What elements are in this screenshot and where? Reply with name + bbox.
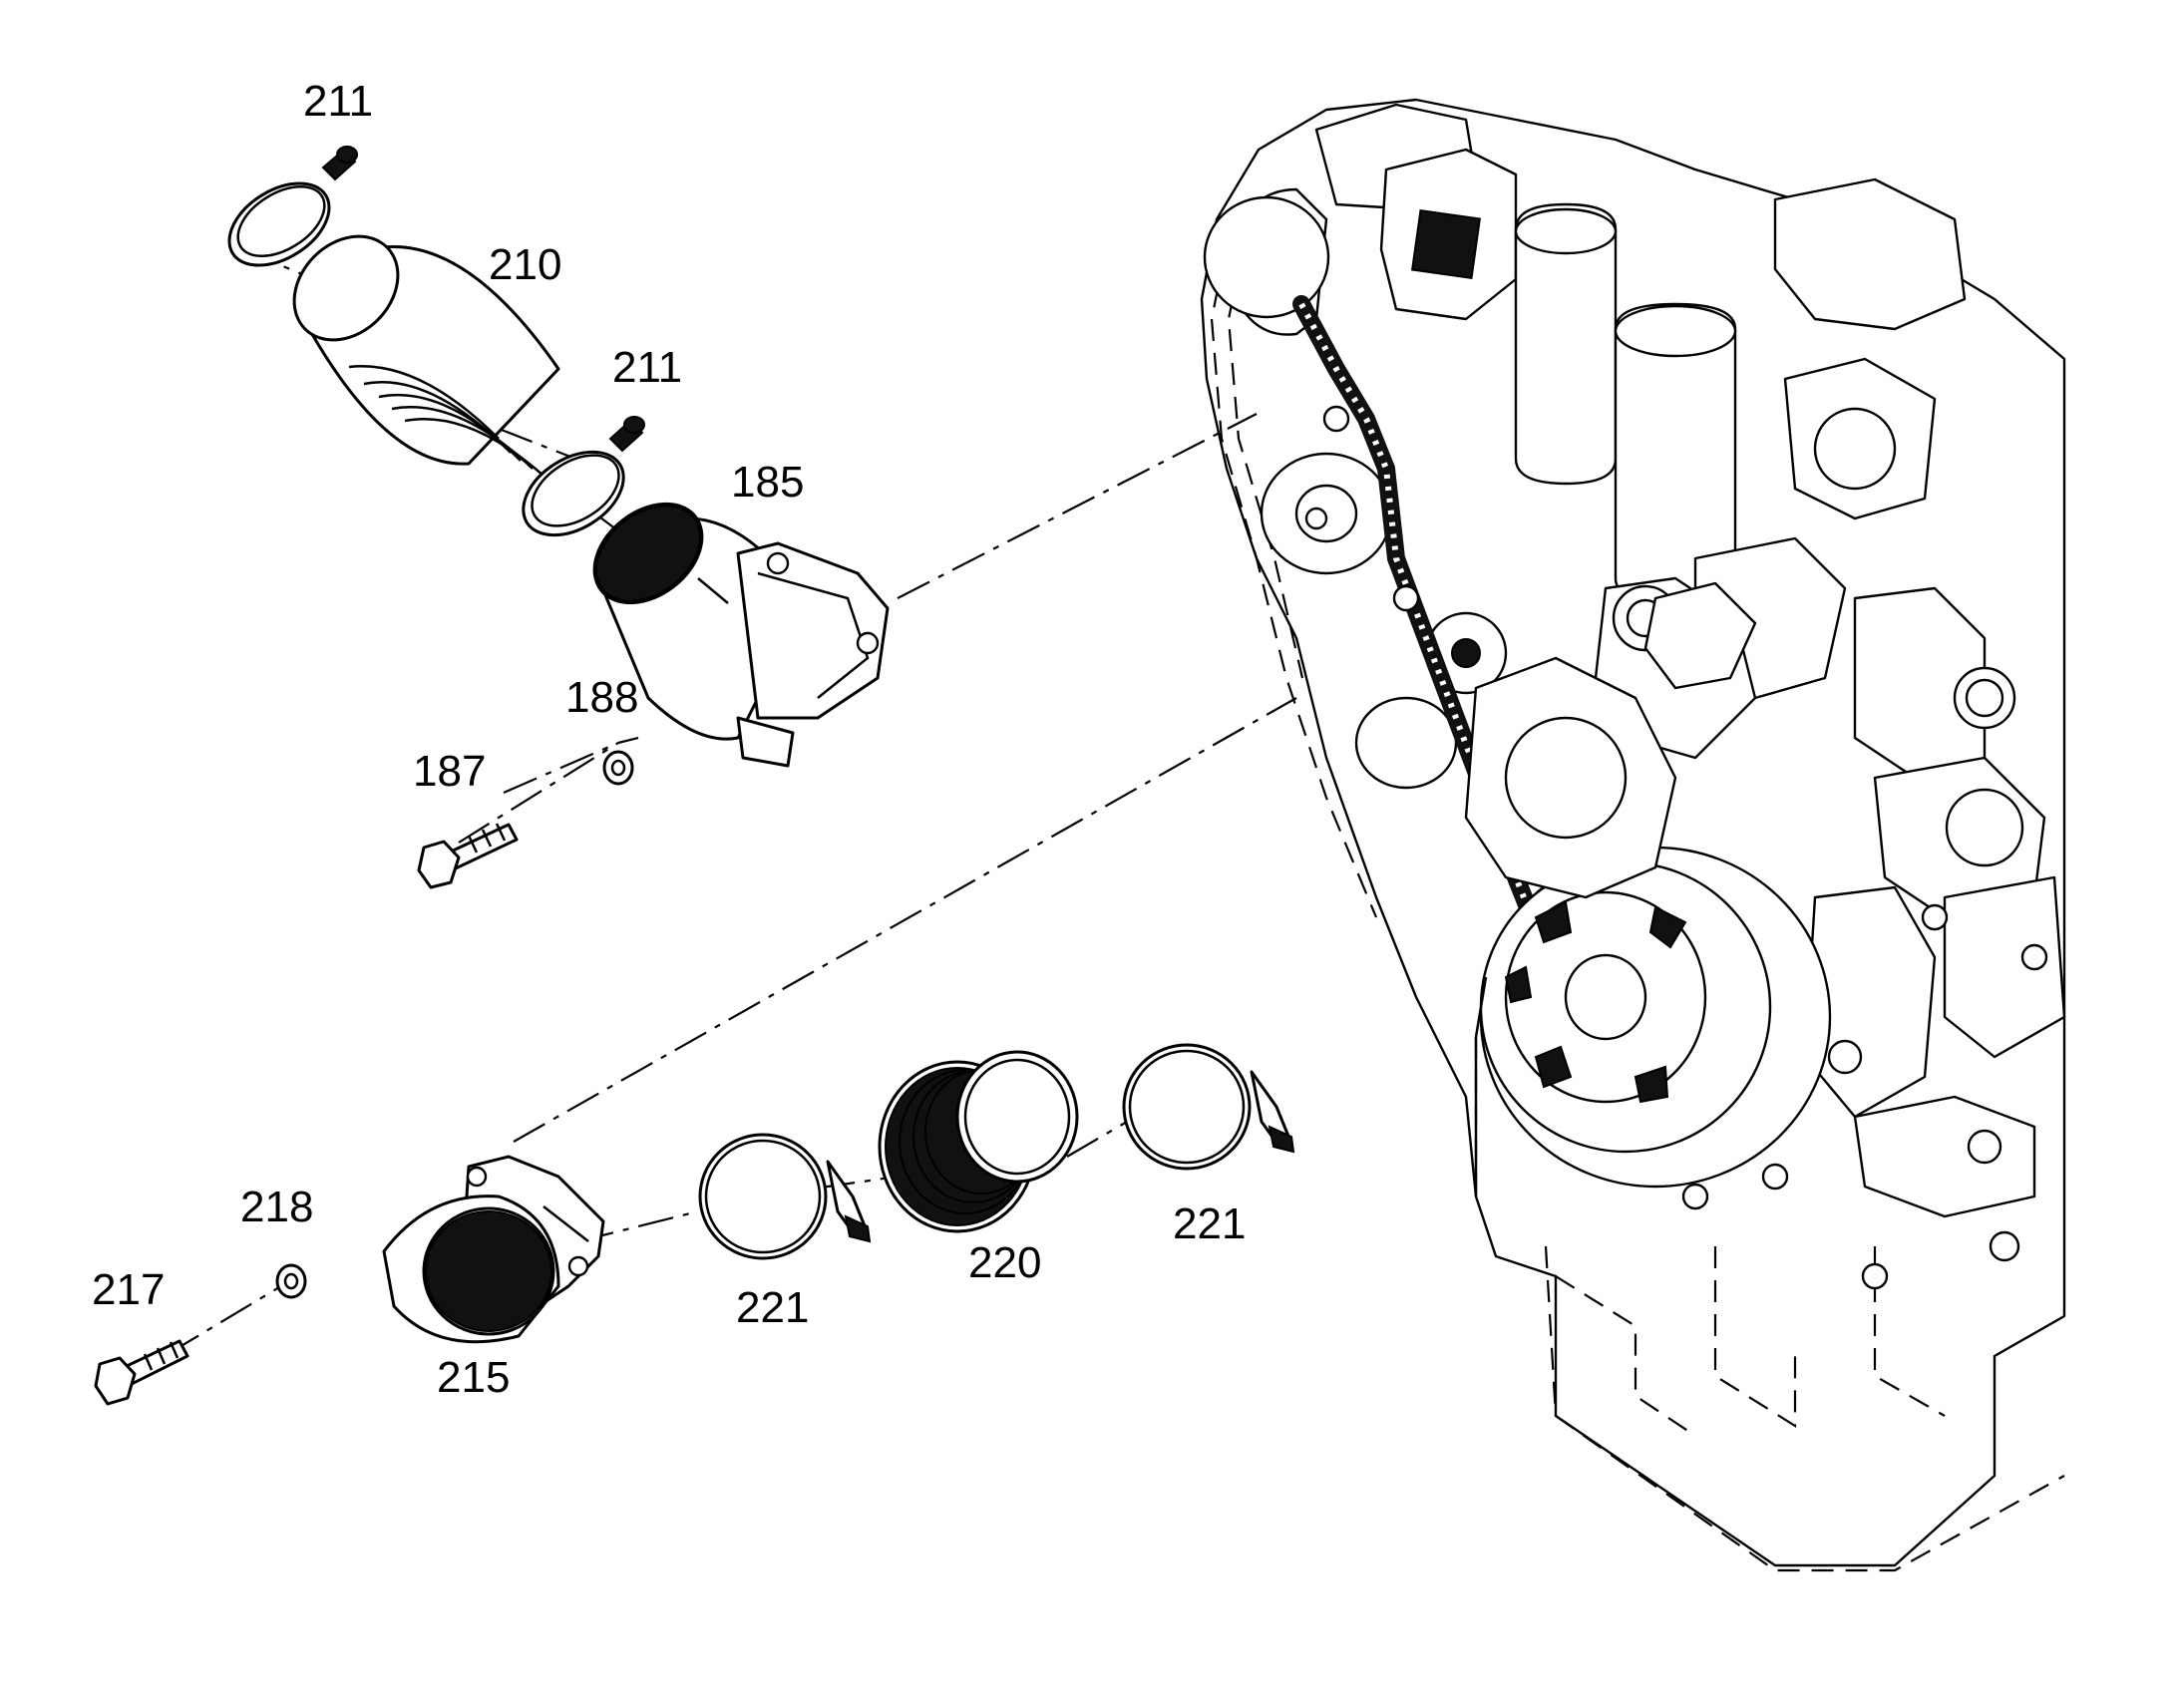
hose-clamp-221-left — [698, 1133, 872, 1260]
callout-218: 218 — [240, 1183, 313, 1231]
callout-221-right: 221 — [1173, 1199, 1246, 1248]
bolt-187 — [417, 823, 519, 889]
hose-210 — [292, 234, 560, 478]
washer-218 — [275, 1263, 307, 1299]
callout-217: 217 — [92, 1265, 165, 1314]
hose-220 — [878, 1050, 1079, 1233]
callout-211-middle: 211 — [612, 343, 682, 392]
callout-210: 210 — [489, 240, 561, 289]
callout-185: 185 — [731, 458, 804, 507]
callout-220: 220 — [968, 1238, 1041, 1287]
callout-188: 188 — [565, 673, 638, 722]
elbow-housing-185 — [592, 502, 890, 768]
elbow-housing-215 — [382, 1155, 605, 1344]
hose-clamp-221-right — [1122, 1043, 1295, 1171]
callout-labels: 211 210 211 185 188 187 218 217 215 221 … — [92, 77, 1246, 1402]
callout-221-left: 221 — [736, 1283, 809, 1332]
callout-215: 215 — [437, 1353, 510, 1402]
callout-187: 187 — [413, 747, 486, 796]
hose-clamp-211-middle — [522, 416, 645, 537]
washer-188 — [602, 750, 634, 786]
callout-211-top: 211 — [303, 77, 373, 126]
hose-clamp-211-top — [227, 146, 358, 267]
engine-block — [1200, 98, 2066, 1572]
bolt-217 — [94, 1339, 189, 1406]
